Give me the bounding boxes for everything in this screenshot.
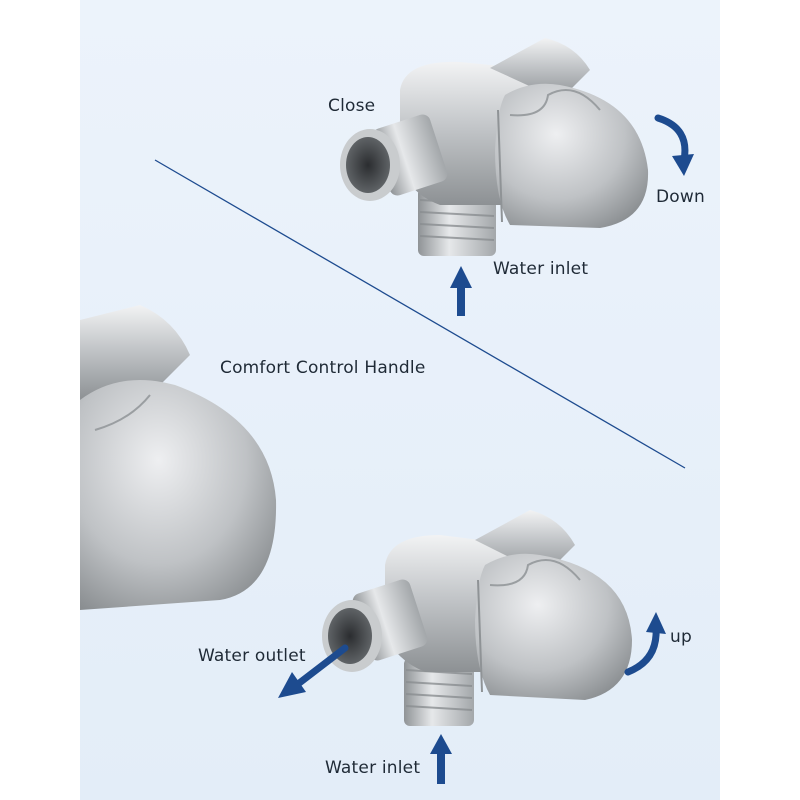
top-valve-image bbox=[340, 38, 649, 256]
handle-closeup-image bbox=[80, 305, 277, 610]
bottom-valve-image bbox=[322, 510, 632, 726]
up-label: up bbox=[670, 627, 692, 647]
down-label: Down bbox=[656, 187, 705, 207]
product-illustration: Close Down Water inlet Comfort Control H… bbox=[80, 0, 720, 800]
handle-caption: Comfort Control Handle bbox=[220, 358, 426, 378]
divider-line bbox=[154, 159, 686, 469]
up-arrow-icon bbox=[430, 734, 452, 784]
outlet-arrow-icon bbox=[278, 644, 349, 698]
water-outlet-label: Water outlet bbox=[198, 646, 306, 666]
valve-diagram bbox=[80, 38, 694, 784]
bottom-water-inlet-label: Water inlet bbox=[325, 758, 421, 778]
rotate-down-arrow-icon bbox=[654, 114, 694, 176]
rotate-up-arrow-icon bbox=[624, 612, 666, 676]
top-water-inlet-label: Water inlet bbox=[493, 259, 589, 279]
close-label: Close bbox=[328, 96, 376, 116]
up-arrow-icon bbox=[450, 266, 472, 316]
